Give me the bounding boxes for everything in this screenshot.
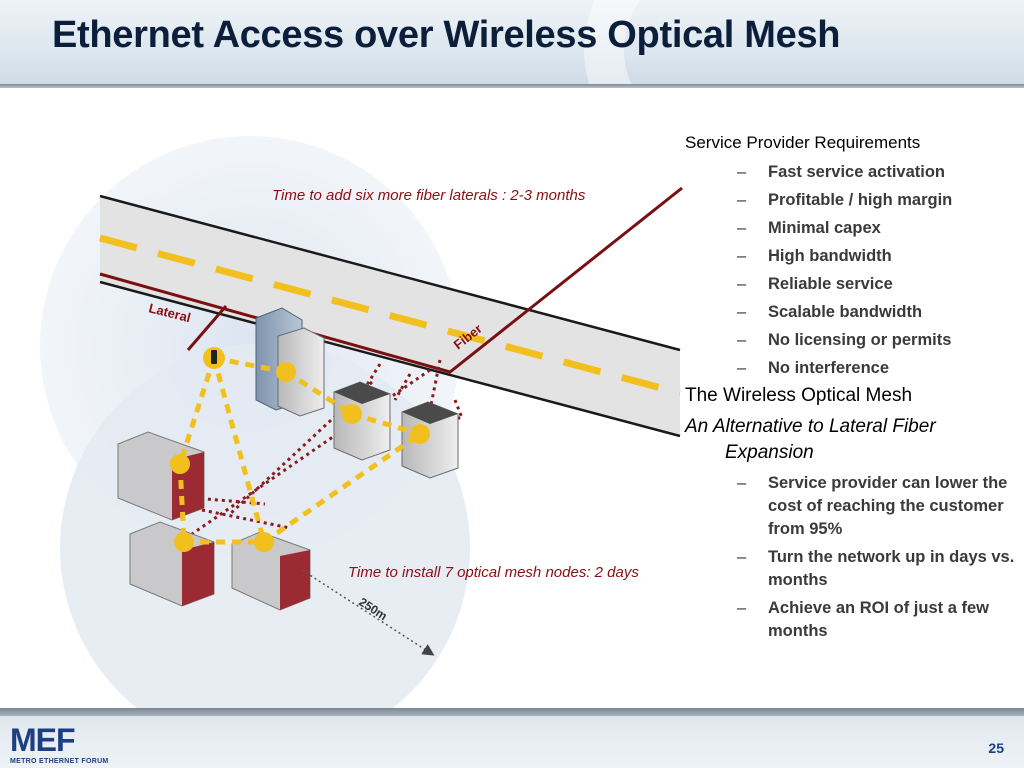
footer-divider <box>0 708 1024 716</box>
list-item: Minimal capex <box>737 216 1015 240</box>
road-center-dash <box>99 234 681 397</box>
title-divider <box>0 84 1024 88</box>
fiber-time-note: Time to add six more fiber laterals : 2-… <box>272 187 586 204</box>
road-edge-top <box>99 194 681 352</box>
title-decoration <box>584 0 1024 84</box>
list-item: High bandwidth <box>737 244 1015 268</box>
list-item: Profitable / high margin <box>737 188 1015 212</box>
list-item: Reliable service <box>737 272 1015 296</box>
network-diagram: Lateral Fiber 250m Time to add six more … <box>40 136 683 708</box>
mesh-nodes <box>170 362 430 552</box>
requirements-heading: Service Provider Requirements <box>685 133 921 152</box>
slide-title: Ethernet Access over Wireless Optical Me… <box>52 14 841 56</box>
benefits-list: Service provider can lower the cost of r… <box>685 472 1015 643</box>
list-item: Fast service activation <box>737 160 1015 184</box>
fiber-trunk <box>99 186 683 374</box>
mef-logo: MEF <box>10 722 76 758</box>
building-office-center <box>333 381 391 461</box>
title-bar: Ethernet Access over Wireless Optical Me… <box>0 0 1024 84</box>
list-item: Turn the network up in days vs. months <box>737 546 1015 592</box>
mesh-links <box>177 355 422 545</box>
list-item: No interference <box>737 356 1015 380</box>
footer: MEF METRO ETHERNET FORUM 25 <box>0 716 1024 768</box>
fiber-endpoint-node <box>203 347 225 369</box>
list-item: Scalable bandwidth <box>737 300 1015 324</box>
list-item: No licensing or permits <box>737 328 1015 352</box>
requirements-list: Fast service activation Profitable / hig… <box>685 160 1015 380</box>
fiber-lateral <box>186 305 228 351</box>
logo-tagline: METRO ETHERNET FORUM <box>10 758 109 765</box>
range-indicator <box>301 569 435 656</box>
list-item: Service provider can lower the cost of r… <box>737 472 1015 541</box>
building-center-bottom <box>231 531 311 611</box>
mesh-time-note: Time to install 7 optical mesh nodes: 2 … <box>348 564 639 581</box>
page-number: 25 <box>988 740 1004 756</box>
road-edge-bottom <box>99 280 681 438</box>
list-item: Achieve an ROI of just a few months <box>737 597 1015 643</box>
building-tower-tall <box>255 307 325 417</box>
requirements-panel: Service Provider Requirements Fast servi… <box>685 132 1015 648</box>
alternative-subheading: An Alternative to Lateral Fiber Expansio… <box>685 416 936 463</box>
mesh-heading: The Wireless Optical Mesh <box>685 385 913 406</box>
building-office-right <box>401 401 459 479</box>
